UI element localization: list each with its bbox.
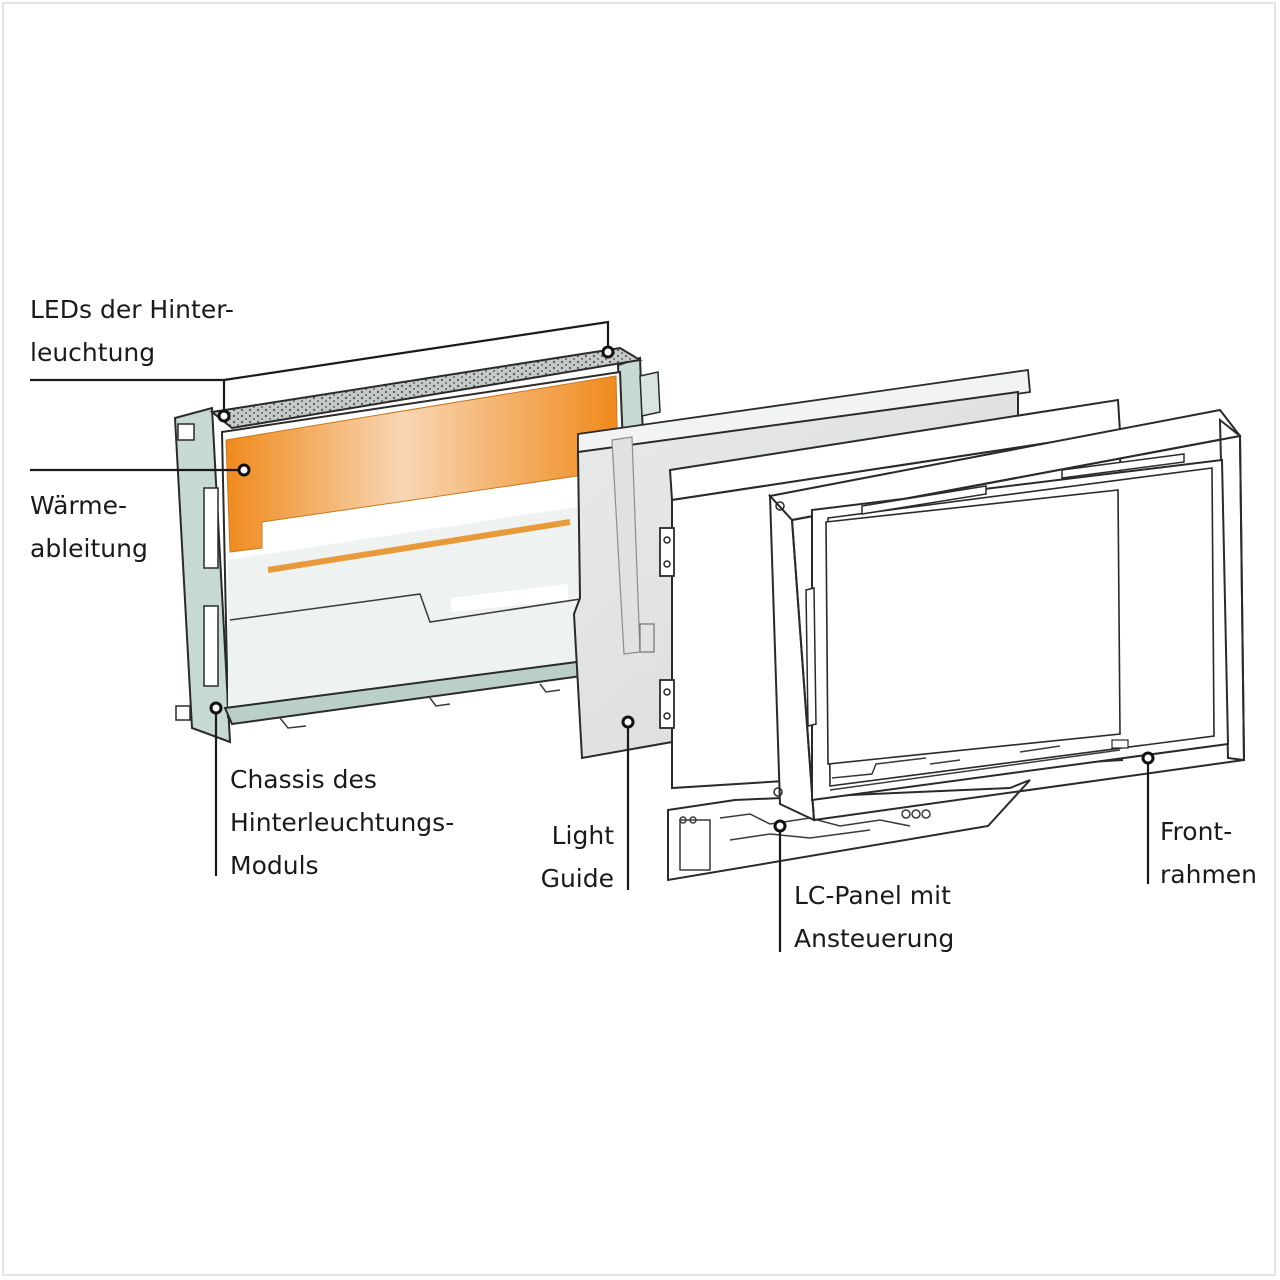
callout-dot-leds-left: [217, 409, 231, 423]
driver-board: [667, 779, 1031, 882]
label-chassis: Chassis des Hinterleuchtungs- Moduls: [230, 758, 454, 887]
label-lc-panel-line2: Ansteuerung: [794, 924, 955, 953]
label-waerme-line2: ableitung: [30, 534, 148, 563]
led-strip: [209, 346, 643, 430]
label-waerme: Wärme- ableitung: [30, 484, 148, 570]
leader-leds: [30, 378, 226, 416]
callout-dot-waerme: [237, 463, 251, 477]
front-frame: [768, 408, 1246, 822]
label-leds: LEDs der Hinter- leuchtung: [30, 288, 234, 374]
label-frontrahmen: Front- rahmen: [1160, 810, 1257, 896]
callout-dot-chassis: [209, 701, 223, 715]
label-chassis-line1: Chassis des: [230, 765, 377, 794]
label-light-guide-line2: Guide: [540, 864, 614, 893]
callout-dot-leds-right: [601, 345, 615, 359]
label-lc-panel-line1: LC-Panel mit: [794, 881, 951, 910]
leader-lines: [30, 320, 1150, 952]
label-chassis-line3: Moduls: [230, 851, 319, 880]
label-frontrahmen-line2: rahmen: [1160, 860, 1258, 889]
callout-dot-light-guide: [621, 715, 635, 729]
label-leds-line1: LEDs der Hinter-: [30, 295, 234, 324]
label-frontrahmen-line1: Front-: [1160, 817, 1233, 846]
label-chassis-line2: Hinterleuchtungs-: [230, 808, 455, 837]
label-leds-line2: leuchtung: [30, 338, 156, 367]
label-waerme-line1: Wärme-: [30, 491, 128, 520]
label-light-guide: Light Guide: [500, 814, 614, 900]
callout-dot-lc-panel: [773, 819, 787, 833]
label-lc-panel: LC-Panel mit Ansteuerung: [794, 874, 954, 960]
label-light-guide-line1: Light: [551, 821, 614, 850]
callout-dot-frontrahmen: [1141, 751, 1155, 765]
backlight-chassis: [173, 346, 661, 744]
callout-dots: [209, 345, 1155, 833]
heat-sink: [225, 375, 619, 553]
